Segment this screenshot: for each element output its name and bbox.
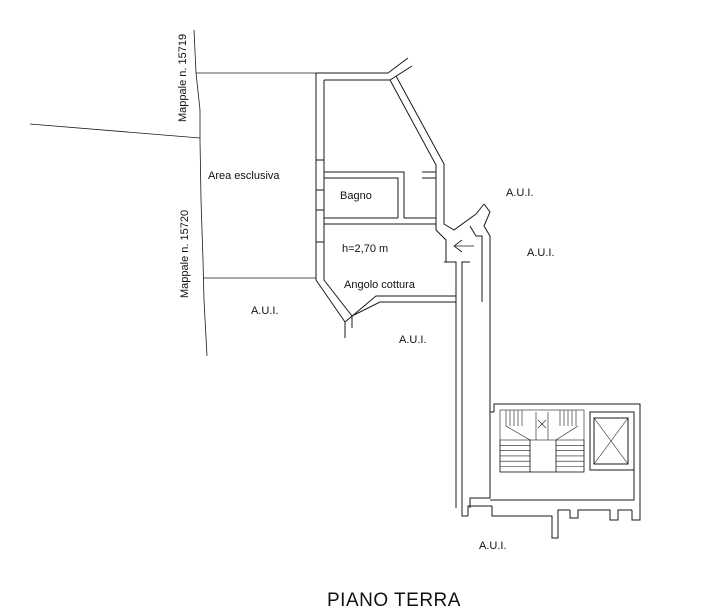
room-label-exclusive-area: Area esclusiva: [208, 170, 280, 182]
elevator-shaft: [593, 417, 629, 465]
parcel-label-north: Mappale n. 15719: [177, 34, 189, 122]
staircase: [499, 409, 585, 473]
room-label-bathroom: Bagno: [340, 190, 372, 202]
common-area-label: A.U.I.: [506, 187, 534, 199]
entrance-arrow-icon: [453, 239, 474, 253]
parcel-label-south: Mappale n. 15720: [179, 210, 191, 298]
room-label-ceiling-height: h=2,70 m: [342, 243, 388, 255]
exclusive-area-outline: [196, 72, 316, 279]
plan-title: PIANO TERRA: [327, 590, 461, 611]
common-area-label: A.U.I.: [527, 247, 555, 259]
parcel-boundaries: [29, 29, 208, 357]
corridor-walls: [455, 260, 641, 539]
common-area-label: A.U.I.: [479, 540, 507, 552]
common-area-label: A.U.I.: [251, 305, 279, 317]
apartment-walls: [315, 57, 491, 338]
common-area-label: A.U.I.: [399, 334, 427, 346]
room-label-kitchen-corner: Angolo cottura: [344, 279, 416, 291]
